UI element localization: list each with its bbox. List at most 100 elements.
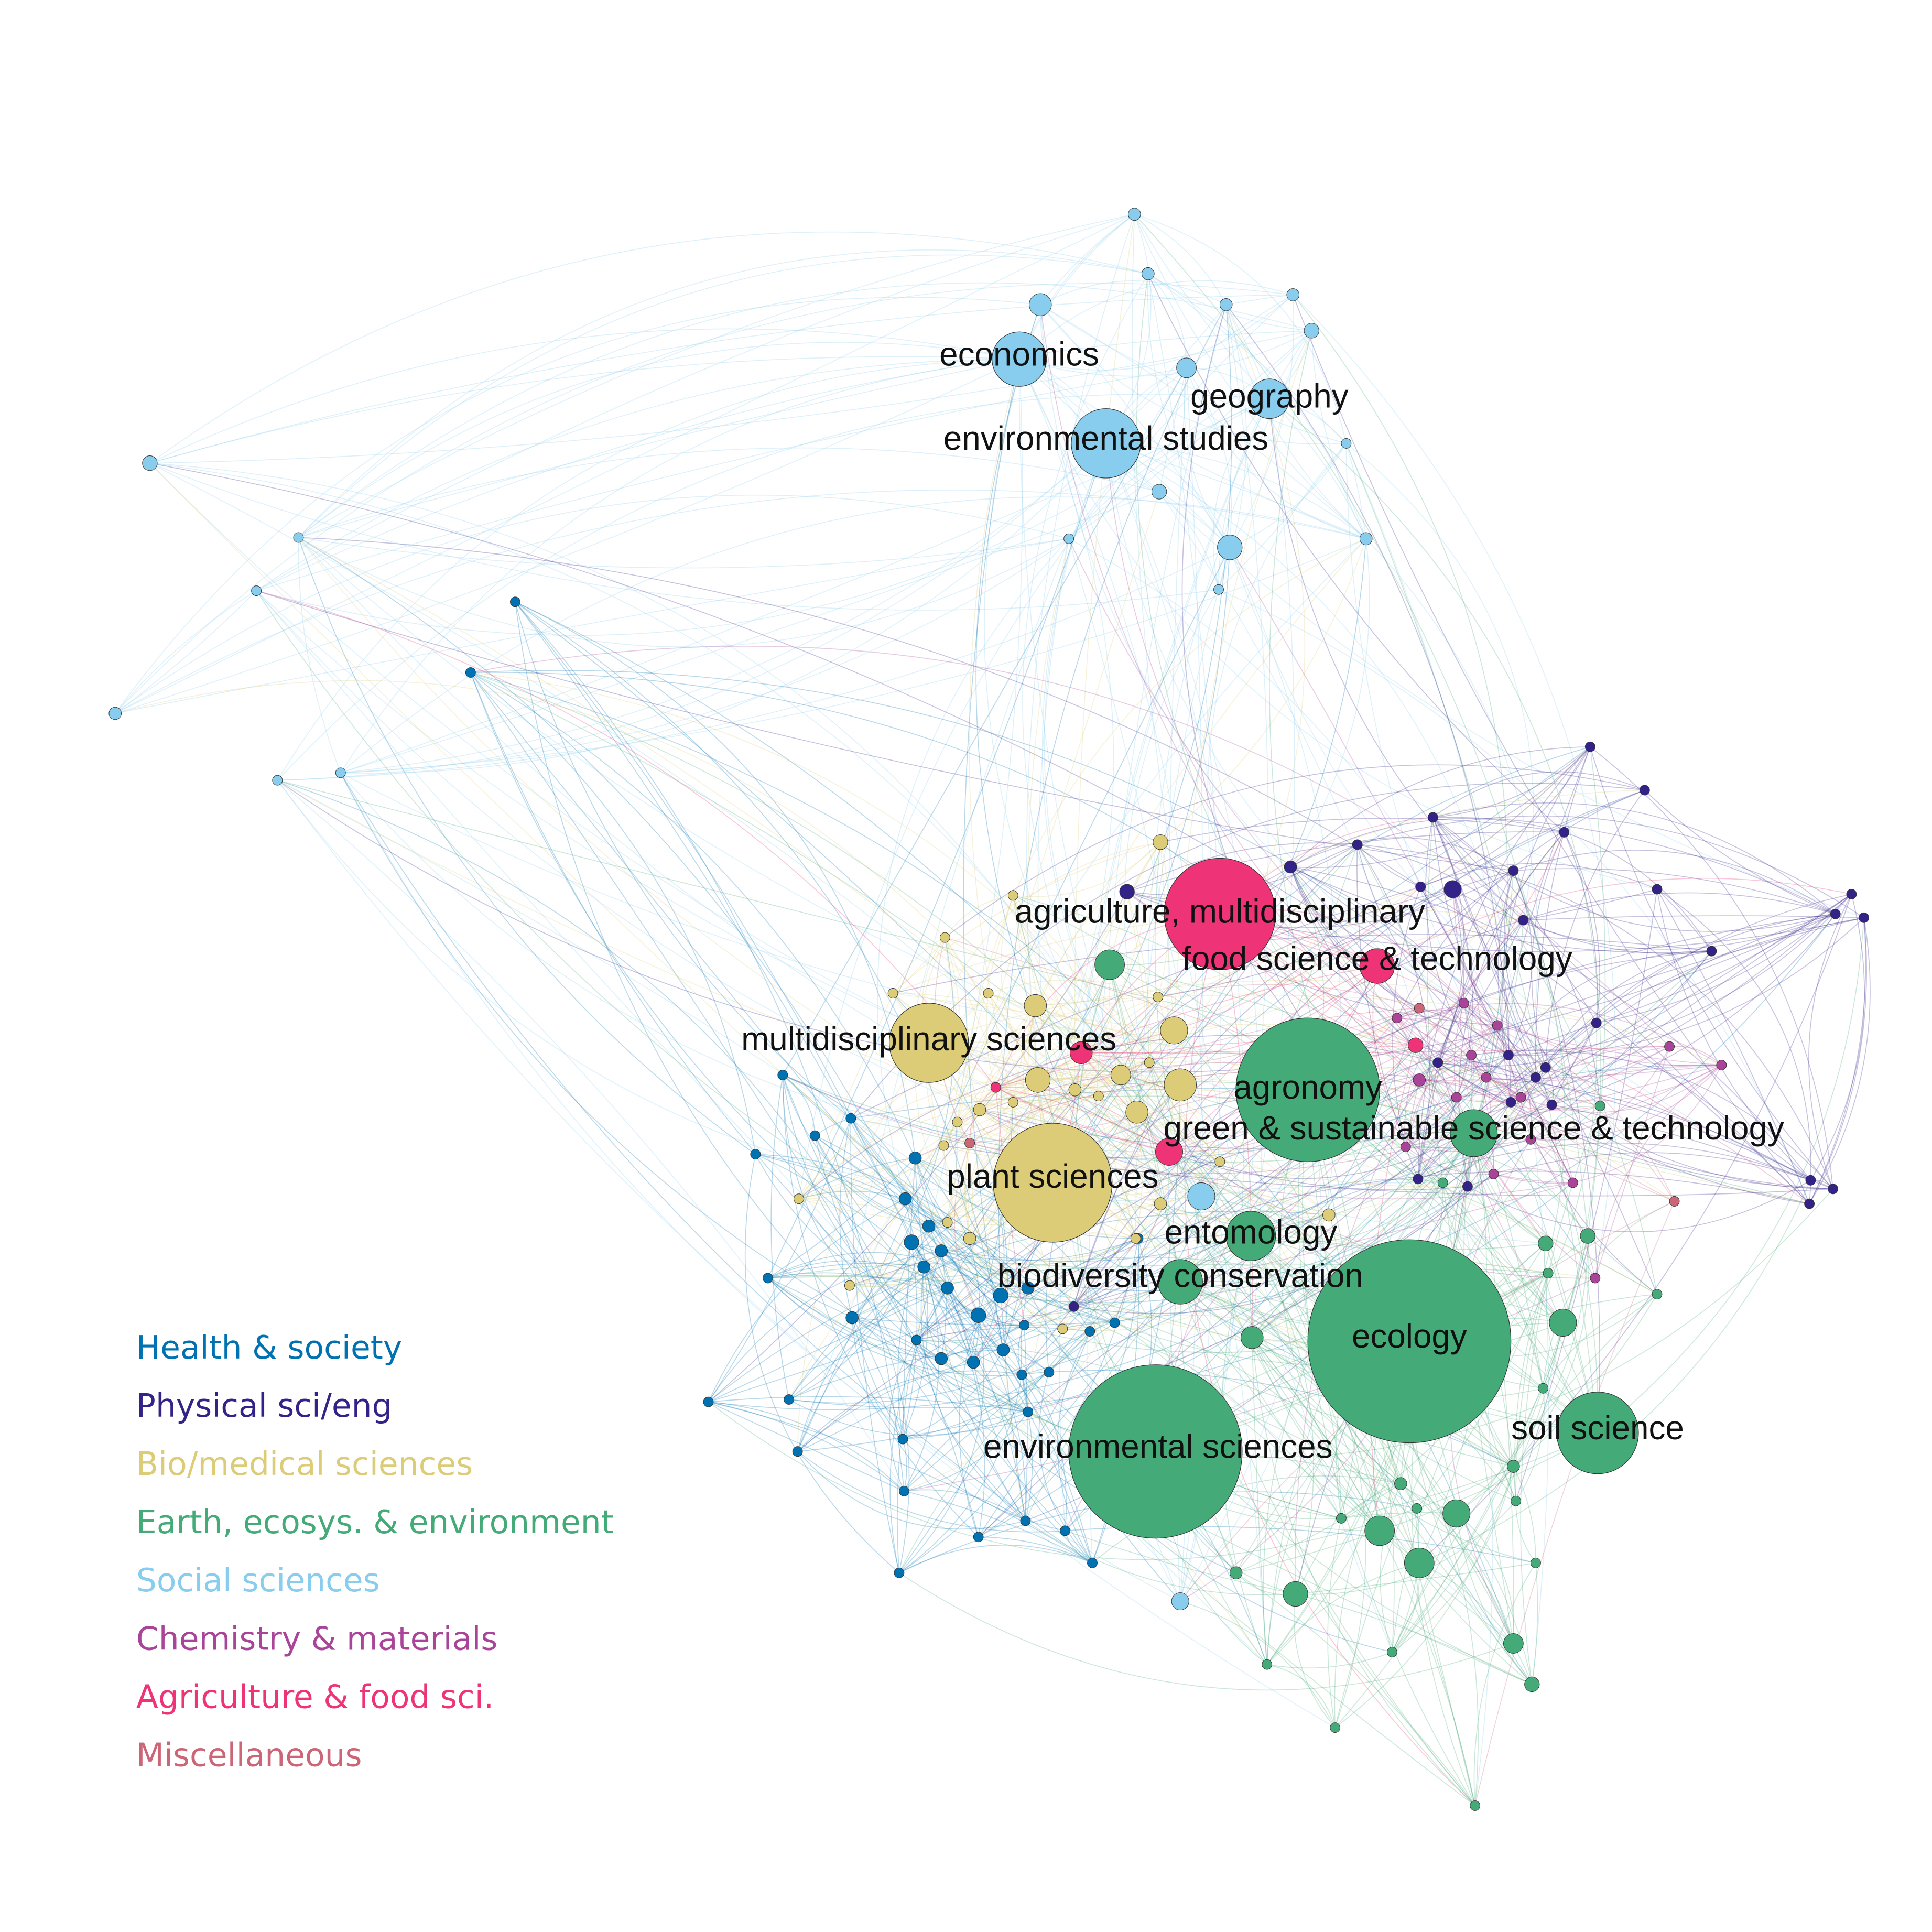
node[interactable] (1503, 1050, 1514, 1061)
node[interactable] (510, 596, 520, 607)
node[interactable] (1262, 1659, 1273, 1670)
node-multidisciplinary-sciences[interactable] (888, 1003, 969, 1083)
node[interactable] (1094, 949, 1125, 980)
node[interactable] (1241, 1326, 1264, 1349)
node[interactable] (1652, 884, 1663, 895)
node[interactable] (1110, 1065, 1131, 1086)
node[interactable] (794, 1193, 804, 1204)
node[interactable] (939, 932, 950, 943)
node[interactable] (1408, 1037, 1424, 1053)
node[interactable] (703, 1396, 714, 1407)
node[interactable] (1217, 535, 1243, 560)
node-geography[interactable] (1249, 378, 1290, 419)
node[interactable] (1025, 1067, 1051, 1093)
node-economics[interactable] (992, 331, 1047, 387)
node[interactable] (251, 585, 262, 596)
node[interactable] (1400, 1142, 1411, 1152)
node[interactable] (750, 1149, 761, 1160)
node[interactable] (1171, 1592, 1189, 1611)
node[interactable] (1432, 1057, 1443, 1068)
node[interactable] (1322, 1208, 1336, 1222)
node[interactable] (887, 988, 898, 998)
node-soil-science[interactable] (1556, 1392, 1639, 1474)
node[interactable] (1462, 1181, 1473, 1192)
node-agriculture-multidisciplinary[interactable] (1164, 858, 1276, 970)
node[interactable] (993, 1287, 1008, 1304)
node[interactable] (1525, 1134, 1536, 1145)
node[interactable] (1352, 839, 1363, 850)
node[interactable] (1492, 1020, 1503, 1031)
node[interactable] (809, 1130, 820, 1141)
node[interactable] (1093, 1091, 1104, 1102)
node[interactable] (1109, 1317, 1120, 1328)
node[interactable] (1805, 1175, 1816, 1186)
node[interactable] (1151, 484, 1167, 500)
node[interactable] (990, 1082, 1001, 1093)
node[interactable] (1084, 1326, 1095, 1337)
node[interactable] (1451, 1092, 1462, 1103)
node[interactable] (1488, 1169, 1499, 1179)
node[interactable] (1016, 1369, 1027, 1380)
node[interactable] (1304, 323, 1319, 339)
node[interactable] (1019, 1320, 1029, 1331)
node[interactable] (1153, 992, 1164, 1002)
node[interactable] (1213, 584, 1224, 595)
node[interactable] (1404, 1548, 1435, 1578)
node[interactable] (1020, 1515, 1031, 1526)
node[interactable] (1187, 1182, 1215, 1210)
node[interactable] (1364, 1515, 1395, 1546)
node[interactable] (1330, 1722, 1341, 1733)
node[interactable] (1386, 1647, 1397, 1657)
node[interactable] (1341, 438, 1352, 449)
node[interactable] (1804, 1198, 1815, 1209)
node[interactable] (1590, 1273, 1601, 1284)
node[interactable] (1515, 1092, 1526, 1103)
node[interactable] (1044, 1367, 1055, 1377)
node[interactable] (1007, 1097, 1018, 1108)
node[interactable] (1706, 946, 1717, 957)
node[interactable] (1540, 1062, 1551, 1073)
node[interactable] (1546, 1099, 1557, 1110)
node[interactable] (1057, 1323, 1068, 1334)
node[interactable] (1060, 1525, 1070, 1536)
node[interactable] (1466, 1050, 1477, 1061)
node[interactable] (1214, 1156, 1225, 1167)
node[interactable] (1538, 1383, 1548, 1394)
node[interactable] (942, 1217, 953, 1228)
node[interactable] (1229, 1566, 1243, 1580)
node[interactable] (1219, 298, 1233, 311)
node[interactable] (1414, 1003, 1425, 1014)
node[interactable] (917, 1260, 930, 1274)
node[interactable] (964, 1137, 975, 1148)
node[interactable] (293, 532, 304, 543)
node[interactable] (1283, 1581, 1308, 1607)
node[interactable] (911, 1334, 922, 1345)
node[interactable] (1021, 1282, 1035, 1295)
node[interactable] (938, 1140, 949, 1151)
node[interactable] (1024, 994, 1047, 1017)
node[interactable] (1284, 860, 1297, 874)
node[interactable] (1394, 1477, 1407, 1490)
node[interactable] (1652, 1289, 1663, 1300)
node-environmental-studies[interactable] (1071, 408, 1141, 479)
node[interactable] (1427, 812, 1438, 823)
node-plant-sciences[interactable] (993, 1123, 1113, 1243)
node[interactable] (1068, 1301, 1079, 1312)
node[interactable] (108, 707, 122, 720)
node[interactable] (792, 1446, 803, 1457)
node[interactable] (1176, 357, 1197, 378)
node[interactable] (967, 1355, 980, 1369)
node-environmental-sciences[interactable] (1068, 1364, 1243, 1539)
node[interactable] (1716, 1060, 1727, 1070)
node[interactable] (1470, 1800, 1481, 1811)
node[interactable] (845, 1311, 859, 1325)
node[interactable] (1639, 785, 1650, 796)
node[interactable] (465, 667, 476, 678)
node[interactable] (1505, 1097, 1516, 1108)
node[interactable] (1144, 1057, 1155, 1068)
node[interactable] (1160, 1016, 1188, 1045)
node[interactable] (922, 1219, 936, 1233)
node[interactable] (1530, 1557, 1541, 1568)
node[interactable] (1828, 1184, 1838, 1195)
node[interactable] (1503, 1633, 1524, 1654)
